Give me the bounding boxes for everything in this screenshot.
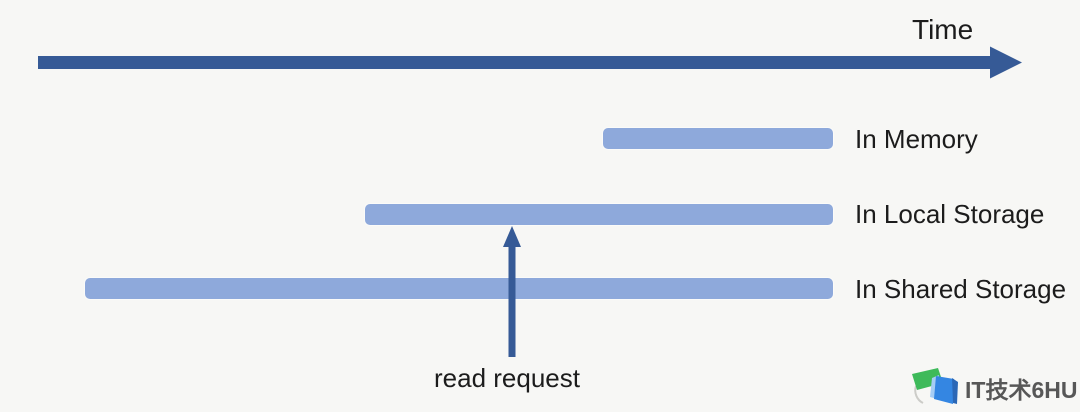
watermark: IT技术6HU — [906, 364, 1078, 410]
label-in-shared-storage: In Shared Storage — [855, 274, 1067, 304]
bar-in-shared-storage — [85, 278, 833, 299]
read-request-arrow — [503, 226, 521, 357]
bar-in-memory — [603, 128, 833, 149]
label-in-memory: In Memory — [855, 124, 978, 154]
bar-in-local-storage — [365, 204, 833, 225]
open-book-logo-icon — [912, 368, 958, 404]
time-axis-label: Time — [912, 14, 974, 45]
time-axis-arrow — [38, 46, 1022, 79]
watermark-text: IT技术6HU — [965, 377, 1078, 403]
label-in-local-storage: In Local Storage — [855, 199, 1045, 229]
read-request-label: read request — [434, 363, 580, 393]
